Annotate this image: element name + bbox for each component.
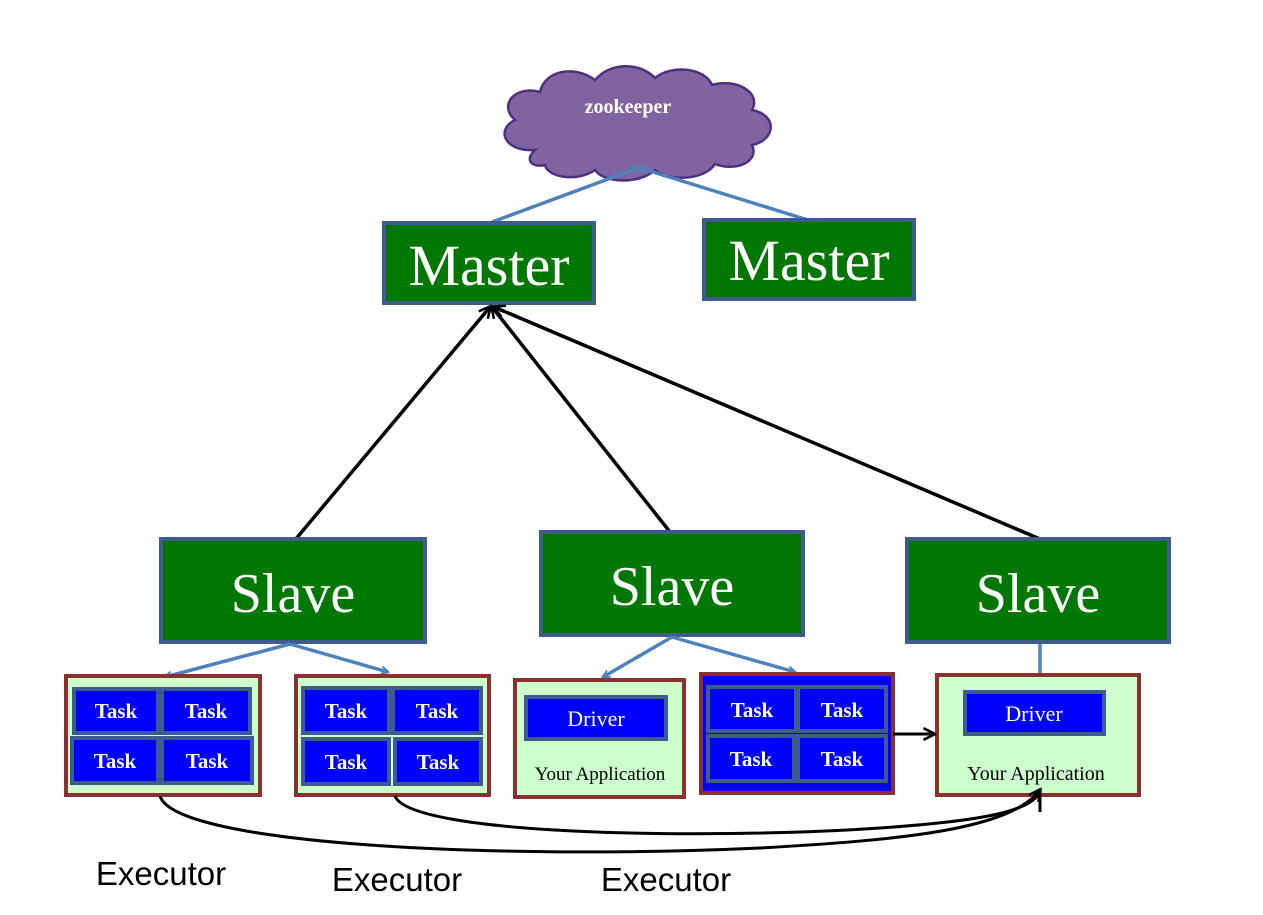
executor-container-1: Task Task Task Task	[64, 674, 262, 797]
executor2-to-application-curve	[393, 791, 1042, 836]
svg-text:Driver: Driver	[567, 706, 625, 731]
slave-node-1: Slave	[159, 537, 427, 644]
task-box: Task	[70, 736, 160, 785]
task-box: Task	[301, 686, 391, 735]
master-label: Master	[408, 233, 569, 298]
slave2-to-master-arrow	[492, 307, 672, 534]
your-application-label: Your Application	[535, 764, 666, 785]
slave-label: Slave	[976, 563, 1100, 625]
cloud-shape	[503, 65, 772, 182]
task-box: Task	[706, 685, 798, 733]
task-box: Task	[391, 686, 483, 735]
svg-text:Task: Task	[325, 699, 368, 723]
executor1-to-application-curve	[158, 790, 1040, 854]
master-node-2: Master	[702, 218, 916, 301]
zookeeper-label: zookeeper	[585, 96, 672, 118]
master1-to-zookeeper-arrow	[491, 168, 638, 224]
task-box: Task	[393, 737, 483, 786]
executor-label-2: Executor	[332, 861, 462, 898]
svg-text:Task: Task	[185, 699, 228, 723]
master-label: Master	[728, 228, 889, 293]
svg-text:Driver: Driver	[1005, 701, 1063, 726]
slave2-to-driver-app-arrow	[603, 635, 673, 679]
svg-text:Task: Task	[730, 747, 773, 771]
slave1-to-master-arrow	[293, 307, 490, 542]
svg-text:Task: Task	[416, 699, 459, 723]
slave-label: Slave	[610, 556, 734, 618]
task-box: Task	[706, 734, 796, 783]
svg-text:Task: Task	[94, 749, 137, 773]
task-box: Task	[796, 685, 888, 733]
task-box: Task	[160, 736, 254, 785]
svg-text:Task: Task	[821, 747, 864, 771]
master2-to-zookeeper-arrow	[640, 168, 809, 222]
task-box: Task	[301, 737, 391, 786]
driver-box: Driver	[963, 690, 1106, 736]
executor-label-1: Executor	[96, 855, 226, 892]
task-box: Task	[72, 687, 160, 735]
driver-application-container-2: Driver Your Application	[935, 673, 1141, 797]
slave-node-2: Slave	[539, 530, 805, 637]
svg-text:Task: Task	[731, 698, 774, 722]
executor-container-2: Task Task Task Task	[294, 674, 491, 797]
svg-text:Task: Task	[186, 749, 229, 773]
slave-node-3: Slave	[905, 537, 1171, 644]
task-box: Task	[796, 734, 888, 783]
driver-application-container-1: Driver Your Application	[513, 678, 686, 799]
slave-label: Slave	[231, 563, 355, 625]
svg-text:Task: Task	[417, 750, 460, 774]
executor-label-3: Executor	[601, 861, 731, 898]
driver-box: Driver	[524, 695, 668, 741]
slave1-to-executor2-arrow	[289, 642, 388, 672]
master-node-1: Master	[382, 221, 596, 305]
slave3-to-master-arrow	[494, 307, 1041, 541]
executor-container-3: Task Task Task Task	[699, 672, 895, 795]
zookeeper-cloud: zookeeper	[503, 65, 772, 182]
slave1-to-executor1-arrow	[165, 642, 291, 677]
svg-text:Task: Task	[95, 699, 138, 723]
svg-text:Task: Task	[325, 750, 368, 774]
slave2-to-executor3-arrow	[671, 635, 795, 672]
task-box: Task	[160, 687, 252, 735]
your-application-label: Your Application	[967, 763, 1104, 785]
svg-text:Task: Task	[821, 698, 864, 722]
